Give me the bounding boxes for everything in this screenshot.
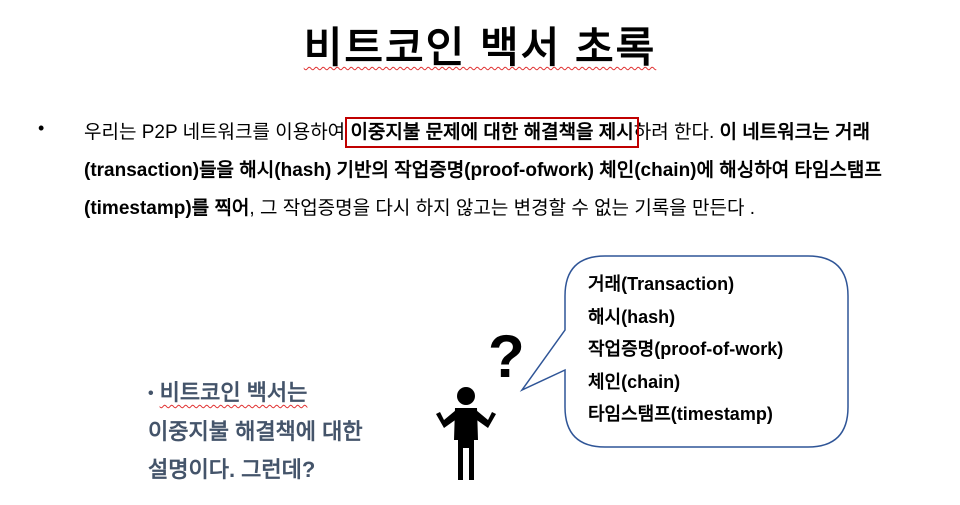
summary-text: • 비트코인 백서는 이중지불 해결책에 대한 설명이다. 그런데? [148, 374, 363, 489]
question-mark-icon: ? [488, 323, 525, 390]
text-segment: 우리는 P2P 네트워크를 이용하여 [84, 122, 351, 143]
bullet-marker: • [38, 118, 45, 138]
bullet-marker: • [148, 385, 154, 403]
person-shrug-icon [436, 387, 496, 480]
summary-line: 설명이다. 그런데? [148, 457, 316, 483]
bubble-item: 타임스탬프(timestamp) [588, 404, 773, 424]
summary-line: 비트코인 백서는 [159, 380, 308, 405]
text-segment: , 그 작업증명을 다시 하지 않고는 변경할 수 없는 기록을 만든다 . [249, 198, 756, 219]
highlighted-phrase: 이중지불 문제에 대한 해결책을 제시 [345, 117, 639, 148]
bubble-item: 체인(chain) [588, 371, 681, 392]
speech-bubble [519, 255, 849, 448]
summary-line: 이중지불 해결책에 대한 [148, 419, 363, 445]
bubble-list: 거래(Transaction) 해시(hash) 작업증명(proof-of-w… [588, 268, 783, 431]
bold-phrase: 이 네트워크는 거래 (transaction)들을 해시(hash) 기반의 … [84, 122, 882, 219]
bubble-item: 해시(hash) [588, 306, 676, 327]
abstract-paragraph: 우리는 P2P 네트워크를 이용하여 이중지불 문제에 대한 해결책을 제시하려… [84, 114, 884, 228]
bubble-item: 작업증명(proof-of-work) [588, 339, 784, 359]
bubble-item: 거래(Transaction) [588, 274, 735, 294]
slide-title: 비트코인 백서 초록 [303, 24, 657, 71]
text-segment: 하려 한다. [633, 122, 720, 143]
